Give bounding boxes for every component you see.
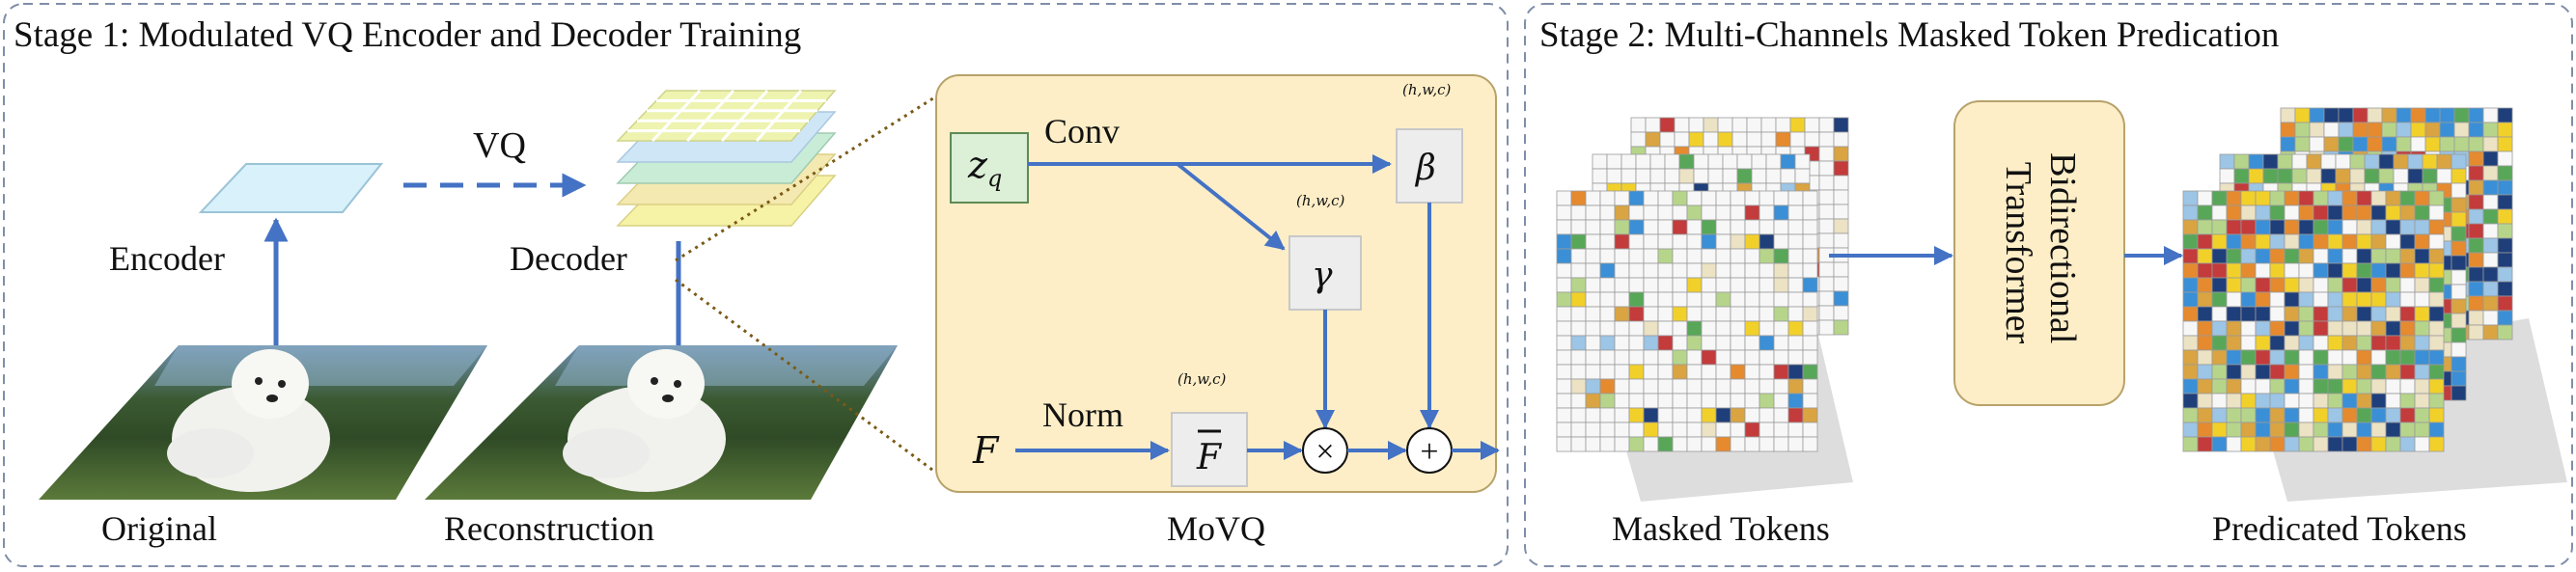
- transformer-box: [1953, 100, 2125, 406]
- zq-box: [950, 132, 1029, 204]
- stage2-title: Stage 2: Multi-Channels Masked Token Pre…: [1539, 15, 2279, 55]
- stage1-border: [3, 3, 1509, 567]
- encoder-label: Encoder: [109, 239, 225, 278]
- transformer-label: Bidirectional Transformer: [1998, 152, 2083, 353]
- norm-label: Norm: [1042, 395, 1123, 434]
- beta-box: [1396, 128, 1463, 204]
- predicated-label: Predicated Tokens: [2212, 509, 2467, 548]
- gamma-symbol: γ: [1312, 256, 1333, 295]
- fbar-symbol: F: [1196, 438, 1223, 477]
- masked-token-grids: [1556, 117, 1849, 452]
- gamma-shape: (h,w,c): [1296, 192, 1345, 209]
- fbar-box: [1171, 412, 1248, 487]
- reconstruction-label: Reconstruction: [444, 509, 654, 548]
- times-symbol: ×: [1316, 434, 1334, 470]
- stage1-title: Stage 1: Modulated VQ Encoder and Decode…: [14, 15, 801, 55]
- movq-block: zq Conv (h,w,c) β (h,w,c) γ F Norm (h,w,…: [935, 74, 1500, 493]
- masked-label: Masked Tokens: [1612, 509, 1830, 548]
- stage1-panel: Stage 1: Modulated VQ Encoder and Decode…: [3, 3, 1509, 567]
- conv-label: Conv: [1044, 112, 1120, 150]
- fbar-shape: (h,w,c): [1177, 370, 1227, 388]
- codebook-grid: [627, 89, 826, 143]
- vq-label: VQ: [473, 125, 526, 166]
- predicated-grid-front: [2182, 190, 2445, 452]
- decoder-label: Decoder: [510, 239, 627, 278]
- latent-plane: [198, 163, 384, 213]
- codebook-stack: [616, 89, 837, 227]
- masked-grid-front: [1556, 190, 1818, 452]
- zq-symbol: zq: [967, 144, 1002, 192]
- original-label: Original: [101, 509, 217, 548]
- beta-shape: (h,w,c): [1402, 81, 1452, 98]
- f-symbol: F: [972, 429, 1000, 472]
- zoom-line-top: [675, 95, 937, 262]
- gamma-branch-arrow: [1176, 162, 1286, 251]
- reconstruction-image: [425, 345, 898, 500]
- plus-symbol: +: [1420, 434, 1438, 470]
- movq-caption: MoVQ: [1167, 509, 1265, 548]
- beta-symbol: β: [1414, 149, 1436, 188]
- original-image: [39, 345, 487, 500]
- predicated-token-grids: [2182, 107, 2513, 452]
- gamma-box: [1288, 235, 1362, 311]
- zoom-line-bottom: [675, 278, 937, 475]
- movq-box: [935, 74, 1497, 493]
- stage2-panel: Stage 2: Multi-Channels Masked Token Pre…: [1524, 3, 2573, 567]
- stage2-border: [1524, 3, 2573, 567]
